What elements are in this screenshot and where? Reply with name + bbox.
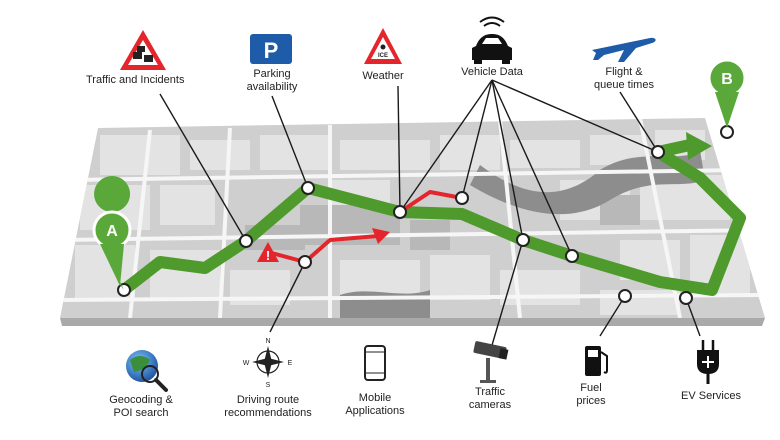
marker-a: A [92, 176, 132, 290]
mobile-phone-icon [364, 345, 386, 381]
compass-s: S [266, 382, 271, 389]
marker-b: B [707, 58, 747, 128]
label-fuel-line2: prices [576, 395, 606, 407]
ice-text: ICE [378, 53, 388, 59]
incident-warning-icon: ! [257, 242, 279, 263]
compass-n: N [265, 338, 270, 345]
airplane-icon [592, 37, 656, 62]
compass-w: W [243, 360, 250, 367]
label-traffic-cameras: Traffic cameras [460, 386, 520, 412]
label-flight-line2: queue times [594, 79, 654, 91]
label-vehicle-data: Vehicle Data [461, 66, 523, 78]
traffic-jam-icon [120, 30, 166, 70]
label-mobile-line1: Mobile [358, 392, 392, 404]
label-ev-services: EV Services [681, 390, 741, 402]
globe-search-icon [126, 350, 168, 392]
marker-a-label: A [106, 223, 118, 240]
ev-plug-icon [697, 340, 719, 384]
label-mobile-apps: Mobile Applications [335, 392, 415, 418]
traffic-camera-icon [473, 341, 509, 383]
parking-letter: P [264, 38, 279, 63]
svg-text:!: ! [266, 248, 270, 263]
label-driving-route: Driving route recommendations [218, 394, 318, 420]
label-driving-line2: recommendations [224, 407, 312, 419]
route-red-arrow [372, 228, 390, 244]
route-red [267, 190, 463, 264]
label-parking-line1: Parking [253, 68, 291, 80]
label-flight: Flight & queue times [584, 66, 664, 92]
label-geocoding: Geocoding & POI search [96, 394, 186, 420]
label-driving-line1: Driving route [236, 394, 300, 406]
label-parking: Parking availability [232, 68, 312, 94]
compass-icon: N S W E [243, 338, 293, 389]
label-flight-line1: Flight & [605, 66, 643, 78]
label-traffic-incidents: Traffic and Incidents [86, 74, 185, 86]
connector-lines [159, 79, 701, 353]
label-weather: Weather [362, 70, 404, 82]
label-traffic-cam-line1: Traffic [475, 386, 505, 398]
label-mobile-line2: Applications [345, 405, 405, 417]
label-parking-line2: availability [246, 81, 298, 93]
label-traffic-cam-line2: cameras [468, 399, 512, 411]
map-edge [60, 318, 765, 326]
label-fuel-line1: Fuel [580, 382, 602, 394]
ice-warning-icon: ICE [364, 28, 402, 64]
label-geocoding-line1: Geocoding & [109, 394, 173, 406]
fuel-pump-icon [585, 346, 608, 376]
parking-icon: P [250, 34, 292, 64]
marker-b-label: B [721, 71, 733, 88]
label-fuel-prices: Fuel prices [566, 382, 616, 408]
label-geocoding-line2: POI search [113, 407, 169, 419]
route-arrowhead [686, 132, 712, 160]
connected-car-icon [472, 16, 512, 64]
compass-e: E [288, 360, 293, 367]
